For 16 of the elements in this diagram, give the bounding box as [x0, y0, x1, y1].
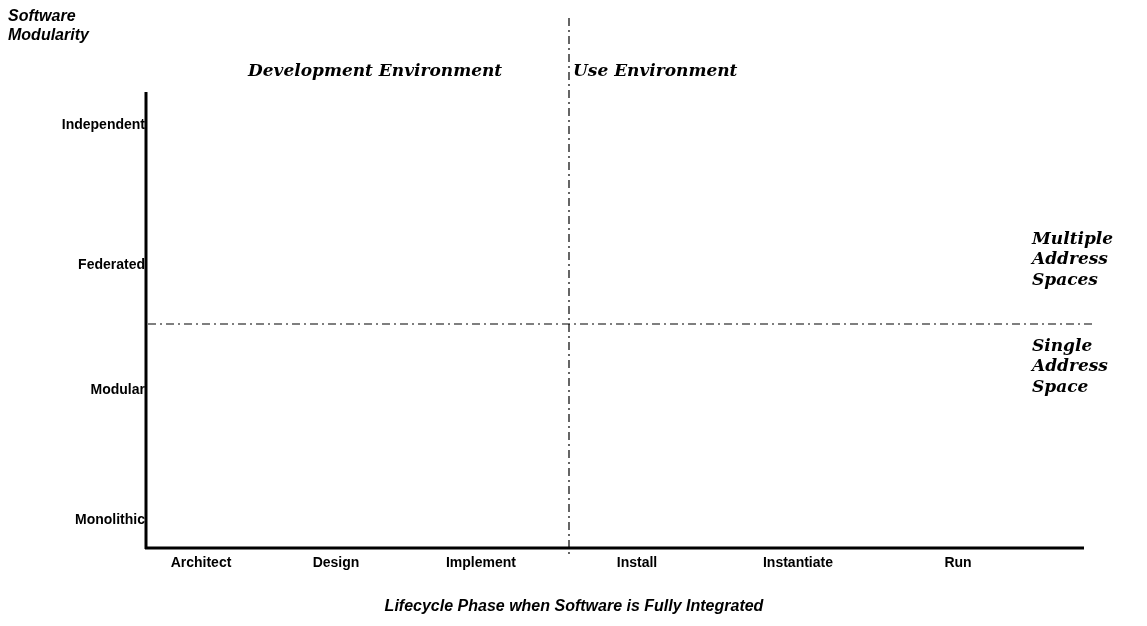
- tick-label: Install: [616, 554, 658, 570]
- region-label: Use Environment: [573, 60, 738, 80]
- tick-label: Architect: [170, 554, 232, 570]
- tick-label: Implement: [446, 554, 516, 570]
- tick-label: Modular: [90, 381, 145, 397]
- region-label: Development Environment: [248, 60, 503, 80]
- region-label: Multiple Address Spaces: [1032, 228, 1114, 289]
- tick-label: Monolithic: [75, 511, 145, 527]
- tick-label: Design: [312, 554, 360, 570]
- axis-title: Software Modularity: [8, 7, 89, 44]
- axis-title: Lifecycle Phase when Software is Fully Integrated: [384, 597, 764, 614]
- tick-label: Instantiate: [763, 554, 833, 570]
- tick-label: Federated: [78, 256, 145, 272]
- region-label: Single Address Space: [1032, 335, 1108, 396]
- tick-label: Independent: [61, 116, 145, 132]
- tick-label: Run: [944, 554, 972, 570]
